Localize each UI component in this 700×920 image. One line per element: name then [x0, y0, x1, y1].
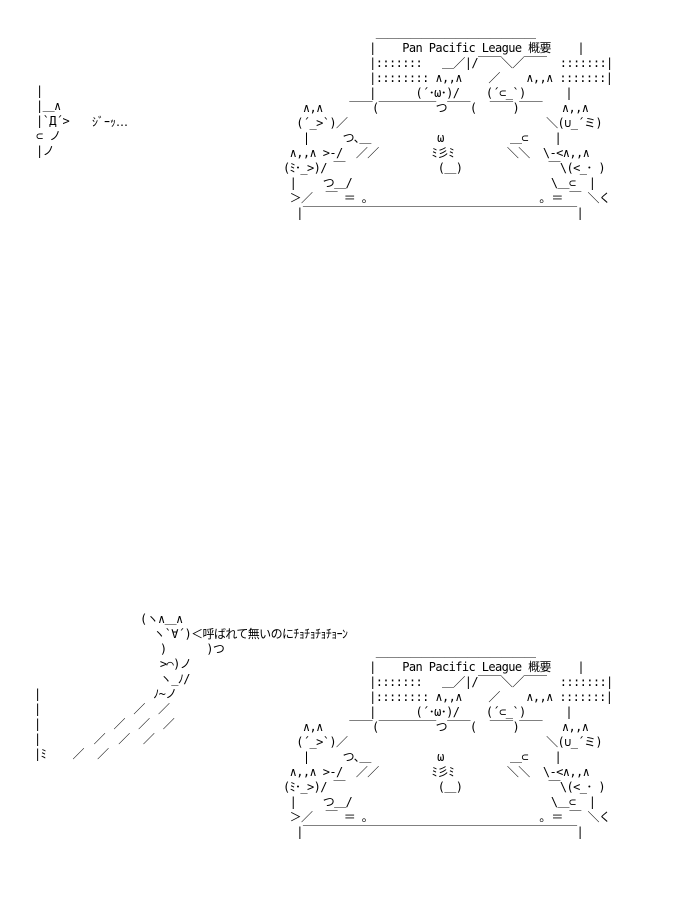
jumping-character-lines: (ヽ∧＿∧ ヽ`∀´)＜呼ばれて無いのにﾁｮﾁｮﾁｮﾁｮｰﾝ ) )つ >⌒)ノ…	[34, 612, 348, 761]
peeking-caption: ｼﾞｰｯ…	[92, 115, 129, 129]
peeking-character-lines: | |＿∧ |`Д´> ⊂ ノ |ノ	[36, 84, 70, 158]
meeting-scene-art-bottom: ＿＿＿＿＿＿＿＿＿＿＿＿＿＿ | Pan Pacific League 概要 |…	[283, 645, 613, 840]
meeting-scene-top-lines: ＿＿＿＿＿＿＿＿＿＿＿＿＿＿ | Pan Pacific League 概要 |…	[283, 26, 613, 220]
peeking-character-art: | |＿∧ |`Д´> ⊂ ノ |ノ	[36, 84, 70, 159]
meeting-scene-art-top: ＿＿＿＿＿＿＿＿＿＿＿＿＿＿ | Pan Pacific League 概要 |…	[283, 26, 613, 221]
jumping-character-art: (ヽ∧＿∧ ヽ`∀´)＜呼ばれて無いのにﾁｮﾁｮﾁｮﾁｮｰﾝ ) )つ >⌒)ノ…	[34, 612, 348, 762]
meeting-scene-bottom-lines: ＿＿＿＿＿＿＿＿＿＿＿＿＿＿ | Pan Pacific League 概要 |…	[283, 645, 613, 839]
